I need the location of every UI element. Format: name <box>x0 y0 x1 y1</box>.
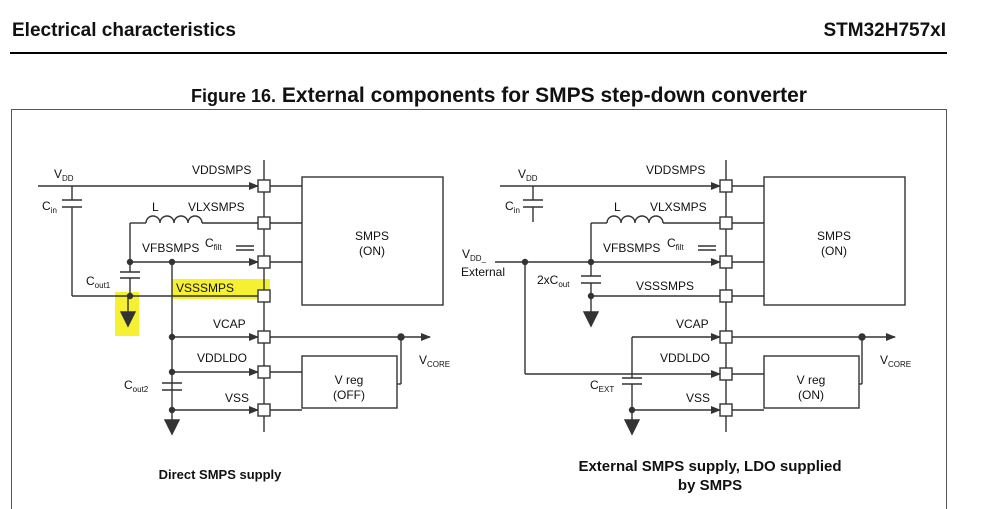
vss-label: VSS <box>225 391 249 405</box>
smps-state: (ON) <box>359 244 385 258</box>
vcap-label-right: VCAP <box>676 317 709 331</box>
section-header: Electrical characteristics <box>12 20 236 41</box>
vlxsmps-label: VLXSMPS <box>188 200 245 214</box>
vfbsmps-label: VFBSMPS <box>142 241 199 255</box>
caption-external-line1: External SMPS supply, LDO supplied <box>578 458 842 475</box>
left-labels: VDD Cin L VDDSMPS VLXSMPS VFBSMPS Cfilt … <box>42 163 450 405</box>
vsssmps-highlight <box>172 279 270 299</box>
vdd-label-right: VDD <box>518 167 538 183</box>
inductor-label: L <box>152 200 159 214</box>
vddldo-label-right: VDDLDO <box>660 351 710 365</box>
vdd-external-sub: External <box>461 265 505 279</box>
vsssmps-label-right: VSSSMPS <box>636 279 694 293</box>
two-cout-label: 2xCout <box>537 273 570 289</box>
caption-direct-smps: Direct SMPS supply <box>158 467 282 482</box>
smps-label-right: SMPS <box>817 229 851 243</box>
vcore-label: VCORE <box>419 353 450 369</box>
vreg-block-left <box>301 355 398 409</box>
vcap-label: VCAP <box>213 317 246 331</box>
cout1-label: Cout1 <box>86 274 111 290</box>
figure-frame <box>11 109 947 509</box>
cfilt-label-right: Cfilt <box>667 236 684 252</box>
figure-number: Figure 16. <box>191 86 277 106</box>
vss-label-right: VSS <box>686 391 710 405</box>
vreg-label-right: V reg <box>797 373 826 387</box>
vsssmps-label: VSSSMPS <box>176 281 234 295</box>
vddldo-label: VDDLDO <box>197 351 247 365</box>
caption-external-line2: by SMPS <box>677 477 743 494</box>
cin-label: Cin <box>42 199 57 215</box>
vdd-label: VDD <box>54 167 74 183</box>
part-number: STM32H757xI <box>823 20 946 41</box>
cext-label: CEXT <box>590 378 614 394</box>
external-smps-schematic <box>495 160 906 436</box>
vreg-block-right <box>763 355 860 409</box>
inductor-label-right: L <box>614 200 621 214</box>
vreg-state: (OFF) <box>333 388 365 402</box>
vreg-state-right: (ON) <box>798 388 824 402</box>
smps-label: SMPS <box>355 229 389 243</box>
vfbsmps-label-right: VFBSMPS <box>603 241 660 255</box>
vcore-label-right: VCORE <box>880 353 911 369</box>
vreg-label: V reg <box>335 373 364 387</box>
smps-block <box>301 176 444 306</box>
smps-block-right <box>763 176 906 306</box>
figure-title: Figure 16. External components for SMPS … <box>0 84 998 108</box>
cin-label-right: Cin <box>505 199 520 215</box>
vlxsmps-label-right: VLXSMPS <box>650 200 707 214</box>
caption-external-smps: External SMPS supply, LDO supplied by SMP… <box>560 457 860 495</box>
direct-smps-schematic <box>38 160 444 436</box>
figure-title-text: External components for SMPS step-down c… <box>281 84 807 107</box>
vdd-external-label: VDD_ <box>462 247 487 263</box>
header-rule <box>10 52 947 54</box>
cout2-label: Cout2 <box>124 378 149 394</box>
inductor-coil <box>145 215 203 224</box>
vddsmps-label-right: VDDSMPS <box>646 163 705 177</box>
cfilt-label: Cfilt <box>205 236 222 252</box>
right-labels: VDD Cin L VDDSMPS VLXSMPS VFBSMPS Cfilt … <box>461 163 911 405</box>
smps-state-right: (ON) <box>821 244 847 258</box>
vddsmps-label: VDDSMPS <box>192 163 251 177</box>
